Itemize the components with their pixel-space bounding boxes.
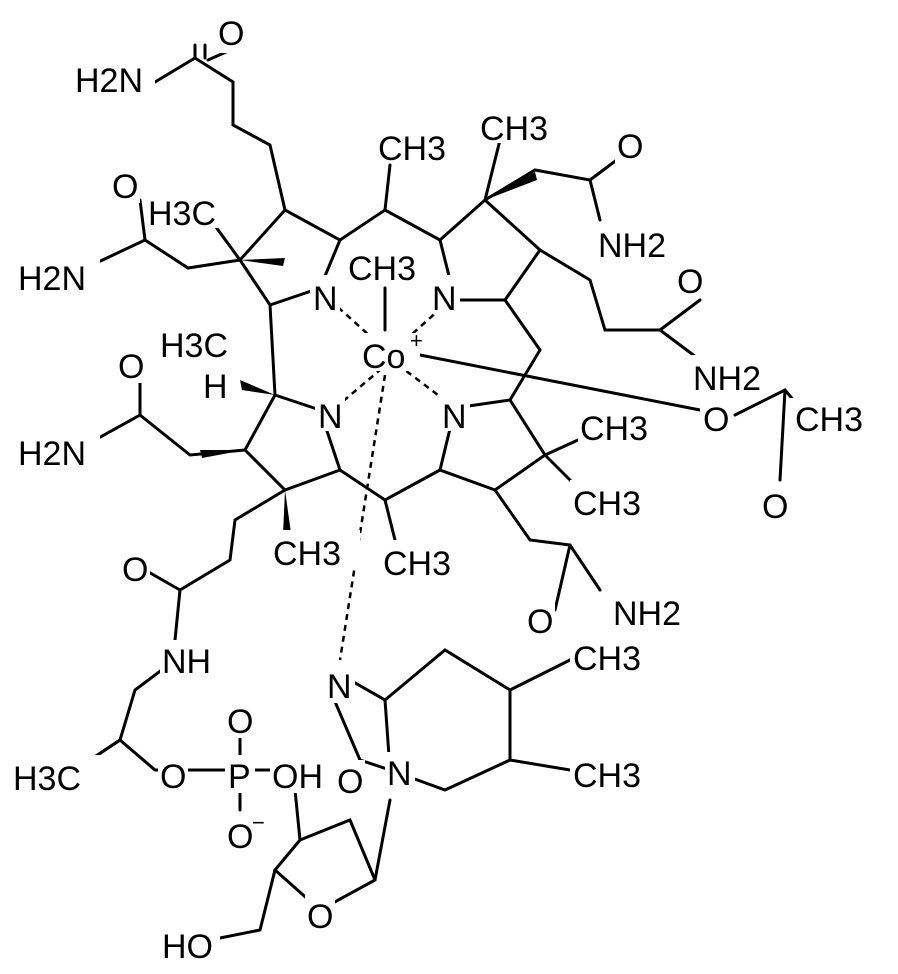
svg-text:O: O	[227, 818, 253, 856]
svg-text:O: O	[677, 263, 703, 301]
svg-text:H3C: H3C	[13, 760, 81, 798]
svg-text:CH3: CH3	[480, 110, 548, 148]
svg-text:O: O	[160, 758, 186, 796]
label-p: P	[225, 755, 255, 796]
svg-text:H2N: H2N	[18, 435, 86, 473]
svg-text:CH3: CH3	[378, 130, 446, 168]
svg-text:NH2: NH2	[693, 360, 761, 398]
svg-text:H: H	[203, 368, 228, 406]
label-ch3-ring-c: CH3	[570, 480, 660, 523]
label-h-stereo: H	[200, 365, 230, 406]
svg-text:OH: OH	[272, 758, 323, 796]
label-o-7: O	[525, 600, 555, 641]
svg-text:H3C: H3C	[148, 195, 216, 233]
svg-text:CH3: CH3	[580, 410, 648, 448]
svg-text:N: N	[327, 668, 352, 706]
label-nh: NH	[160, 640, 220, 681]
label-o-6: O	[120, 548, 150, 589]
label-n-imid: N	[325, 665, 355, 706]
label-o-3: O	[110, 165, 140, 206]
svg-text:N: N	[313, 280, 338, 318]
label-ho: HO	[160, 925, 220, 966]
label-ch3-lower-left: CH3	[270, 530, 360, 573]
label-h3c-3: H3C	[10, 755, 100, 798]
svg-text:O: O	[218, 15, 244, 53]
label-h3c-1: H3C	[145, 190, 235, 233]
svg-text:H2N: H2N	[75, 62, 143, 100]
svg-text:O: O	[227, 703, 253, 741]
label-n-benz: N	[385, 752, 415, 793]
svg-text:N: N	[432, 280, 457, 318]
svg-text:N: N	[387, 755, 412, 793]
label-o-p1: O	[225, 700, 255, 741]
label-o-minus: O−	[225, 810, 270, 856]
label-o-ester: O	[158, 755, 188, 796]
label-o-ring: O	[305, 895, 335, 936]
svg-text:CH3: CH3	[383, 545, 451, 583]
svg-text:N: N	[442, 398, 467, 436]
atom-labels: H2N O CH3 CH3 O O H3C NH2 H2N N CH3 N O …	[10, 15, 890, 966]
label-ch3-top-right: CH3	[478, 105, 568, 148]
label-ch3-ring-d: CH3	[578, 405, 668, 448]
svg-text:O: O	[527, 603, 553, 641]
label-ch3-axial: CH3	[345, 245, 435, 288]
svg-text:O: O	[703, 401, 729, 439]
svg-text:N: N	[318, 398, 343, 436]
label-o-ribose-top: O	[335, 760, 365, 801]
stereo-wedges	[200, 172, 537, 535]
label-ch3-meso-bottom: CH3	[380, 540, 470, 583]
svg-text:CH3: CH3	[573, 640, 641, 678]
label-n-2: N	[430, 275, 460, 318]
label-co: Co+	[360, 328, 423, 376]
label-h3c-2: H3C	[158, 322, 248, 365]
bonds	[73, 43, 812, 942]
svg-text:+: +	[410, 328, 423, 353]
label-o-acetate2: O	[760, 485, 790, 526]
svg-text:NH2: NH2	[613, 595, 681, 633]
svg-text:CH3: CH3	[573, 485, 641, 523]
svg-text:O: O	[337, 763, 363, 801]
svg-text:O: O	[122, 551, 148, 589]
label-nh2-1: NH2	[595, 222, 680, 265]
label-h2n-1: H2N	[70, 60, 155, 100]
label-h2n-3: H2N	[15, 430, 100, 473]
svg-text:O: O	[112, 168, 138, 206]
label-nh2-2: NH2	[690, 355, 775, 398]
label-o-1: O	[215, 15, 245, 53]
label-n-1: N	[310, 275, 340, 318]
label-ch3-meso-top: CH3	[375, 125, 465, 168]
label-o-2: O	[615, 125, 645, 166]
svg-text:NH: NH	[162, 643, 211, 681]
svg-text:CH3: CH3	[795, 401, 863, 439]
svg-text:CH3: CH3	[348, 250, 416, 288]
svg-text:NH2: NH2	[598, 227, 666, 265]
label-oh-1: OH	[270, 755, 330, 796]
label-ch3-benz-2: CH3	[570, 752, 660, 795]
svg-text:O: O	[762, 488, 788, 526]
label-n-3: N	[315, 393, 345, 436]
label-o-5: O	[115, 345, 145, 386]
svg-text:HO: HO	[162, 928, 213, 966]
svg-text:−: −	[252, 810, 265, 835]
svg-text:Co: Co	[362, 338, 405, 376]
svg-text:CH3: CH3	[573, 757, 641, 795]
svg-text:O: O	[617, 128, 643, 166]
label-ch3-benz-1: CH3	[570, 635, 660, 678]
svg-text:H3C: H3C	[160, 327, 228, 365]
label-o-4: O	[675, 260, 705, 301]
label-o-acetate: O	[700, 398, 730, 439]
svg-text:CH3: CH3	[273, 535, 341, 573]
svg-text:P: P	[228, 758, 251, 796]
svg-text:O: O	[118, 348, 144, 386]
label-ch3-acetate: CH3	[790, 398, 890, 439]
svg-text:H2N: H2N	[18, 260, 86, 298]
label-nh2-3: NH2	[610, 590, 695, 633]
label-n-4: N	[440, 393, 470, 436]
svg-text:O: O	[307, 898, 333, 936]
label-h2n-2: H2N	[15, 255, 100, 298]
